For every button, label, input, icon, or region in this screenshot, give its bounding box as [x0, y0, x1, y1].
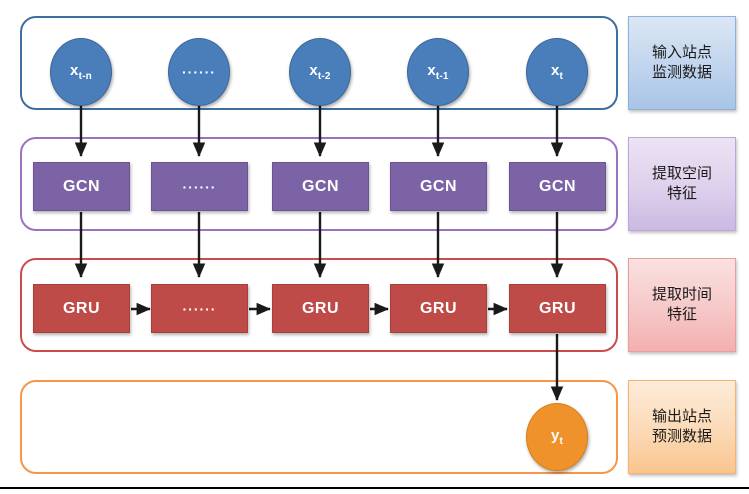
gru-cell-2[interactable]: GRU: [272, 284, 369, 333]
legend-label-spatial-line2: 特征: [666, 185, 697, 202]
gcn-cell-3[interactable]: GCN: [390, 162, 487, 211]
legend-label-output-line2: 预测数据: [651, 428, 712, 445]
legend-label-input: 输入站点 监测数据: [628, 16, 736, 110]
gru-cell-4[interactable]: GRU: [509, 284, 606, 333]
gcn-cell-2-label: GCN: [301, 177, 340, 195]
gru-cell-0-label: GRU: [62, 299, 101, 317]
input-node-2[interactable]: xt-2: [289, 38, 351, 106]
legend-label-spatial: 提取空间 特征: [628, 137, 736, 231]
legend-label-input-line1: 输入站点: [651, 43, 712, 61]
gcn-cell-3-label: GCN: [419, 177, 458, 195]
gcn-cell-2[interactable]: GCN: [272, 162, 369, 211]
input-node-1-ellipsis[interactable]: ······: [168, 38, 230, 106]
legend-label-temporal: 提取时间 特征: [628, 258, 736, 352]
legend-label-temporal-line2: 特征: [666, 306, 697, 323]
stage-container-output: [20, 380, 618, 474]
input-node-1-label: ······: [182, 64, 216, 80]
bottom-divider: [0, 487, 749, 489]
gcn-cell-4-label: GCN: [538, 177, 577, 195]
output-node[interactable]: yt: [526, 403, 588, 471]
input-node-0-label: xt-n: [70, 62, 92, 82]
gru-cell-3[interactable]: GRU: [390, 284, 487, 333]
input-node-4-label: xt: [550, 62, 564, 82]
legend-label-output: 输出站点 预测数据: [628, 380, 736, 474]
gru-cell-1-ellipsis[interactable]: ······: [151, 284, 248, 333]
gru-cell-2-label: GRU: [301, 299, 340, 317]
legend-label-input-line2: 监测数据: [651, 64, 712, 81]
input-node-0[interactable]: xt-n: [50, 38, 112, 106]
input-node-4[interactable]: xt: [526, 38, 588, 106]
gru-cell-0[interactable]: GRU: [33, 284, 130, 333]
input-node-3-label: xt-1: [427, 62, 449, 82]
gcn-cell-0[interactable]: GCN: [33, 162, 130, 211]
gcn-cell-1-ellipsis[interactable]: ······: [151, 162, 248, 211]
input-node-2-label: xt-2: [309, 62, 331, 82]
input-node-3[interactable]: xt-1: [407, 38, 469, 106]
legend-label-temporal-line1: 提取时间: [651, 285, 712, 303]
legend-label-spatial-line1: 提取空间: [651, 164, 712, 182]
gru-cell-1-label: ······: [182, 300, 217, 317]
gcn-cell-4[interactable]: GCN: [509, 162, 606, 211]
output-node-label: yt: [550, 427, 564, 447]
gru-cell-4-label: GRU: [538, 299, 577, 317]
legend-label-output-line1: 输出站点: [651, 407, 712, 425]
gcn-cell-1-label: ······: [182, 178, 217, 195]
gcn-cell-0-label: GCN: [62, 177, 101, 195]
gru-cell-3-label: GRU: [419, 299, 458, 317]
